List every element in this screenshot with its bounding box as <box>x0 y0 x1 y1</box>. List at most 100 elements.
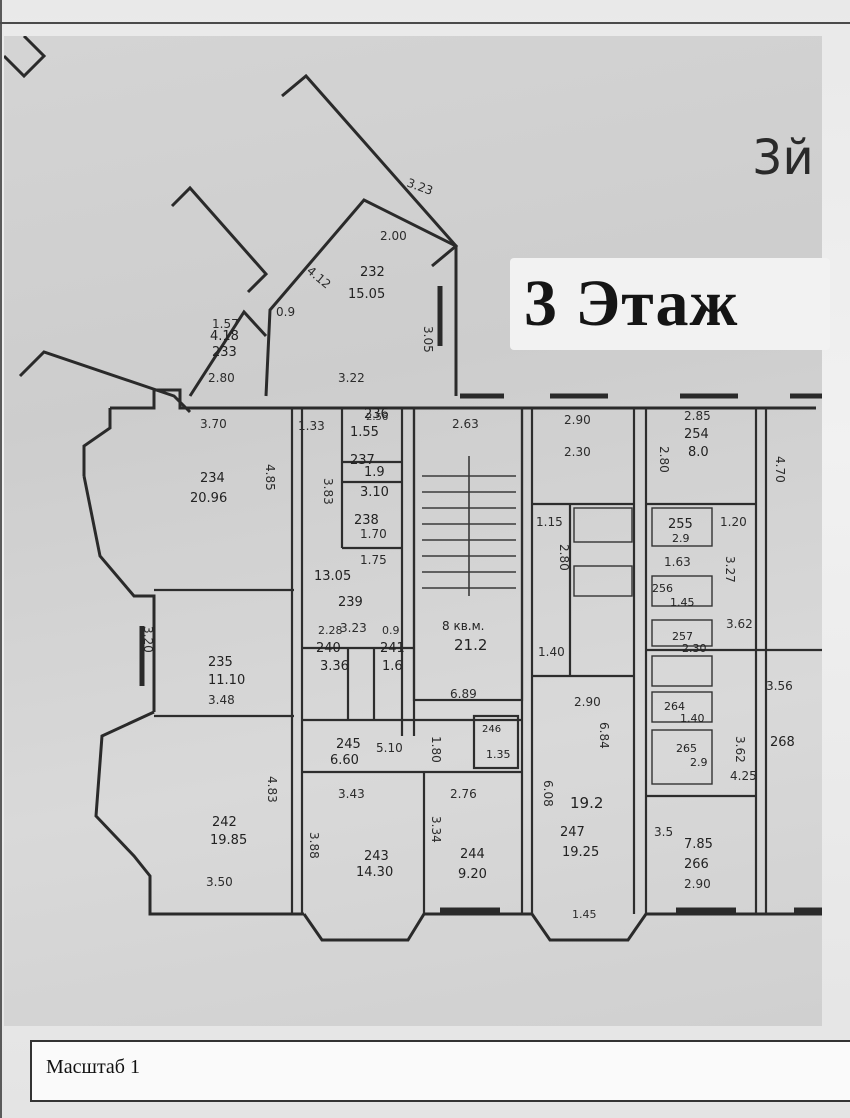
dimension-label: 2.80 <box>208 371 235 385</box>
room-area: 1.6 <box>382 659 403 674</box>
small-cubicles <box>573 507 713 785</box>
scale-footer: Масштаб 1 <box>30 1040 850 1102</box>
dimension-label: 1.80 <box>429 736 443 763</box>
dimension-label: 6.89 <box>450 687 477 701</box>
room-number: 234 <box>200 471 225 486</box>
room-number: 236 <box>364 407 389 422</box>
room-area: 6.60 <box>330 753 359 768</box>
room-area: 4.18 <box>210 329 239 344</box>
dimension-label: 3.22 <box>338 371 365 385</box>
room-number: 241 <box>380 641 405 656</box>
dimension-label: 0.9 <box>276 305 295 319</box>
dimension-label: 3.62 <box>726 617 753 631</box>
room-area: 15.05 <box>348 287 385 302</box>
stair-area: 21.2 <box>454 636 487 654</box>
room-number: 254 <box>684 427 709 442</box>
room-area: 8.0 <box>688 445 709 460</box>
dimension-label: 4.12 <box>304 264 333 292</box>
dimension-label: 3.5 <box>654 825 673 839</box>
room-area: 1.35 <box>486 748 511 761</box>
room-number: 245 <box>336 737 361 752</box>
dimension-label: 1.33 <box>298 419 325 433</box>
dimension-label: 2.28 <box>318 624 343 637</box>
room-area: 20.96 <box>190 491 227 506</box>
dimension-label: 6.84 <box>597 722 611 749</box>
dimension-label: 4.85 <box>263 464 277 491</box>
dimension-labels: 3.23 2.00 4.12 3.22 3.05 1.57 2.80 3.70 … <box>141 176 793 921</box>
dimension-label: 1.63 <box>664 555 691 569</box>
dimension-label: 0.9 <box>382 624 400 637</box>
dimension-label: 6.08 <box>541 780 555 807</box>
room-number: 243 <box>364 849 389 864</box>
room-area: 2.9 <box>690 756 708 769</box>
dimension-label: 3.83 <box>321 478 335 505</box>
room-number: 239 <box>338 595 363 610</box>
dimension-label: 2.00 <box>380 229 407 243</box>
window-marks <box>139 286 822 913</box>
dimension-label: 4.70 <box>773 456 787 483</box>
dimension-label: 2.76 <box>450 787 477 801</box>
top-border-line <box>0 22 850 24</box>
dimension-label: 1.15 <box>536 515 563 529</box>
dimension-label: 2.90 <box>684 877 711 891</box>
dimension-label: 3.50 <box>206 875 233 889</box>
room-area: 1.9 <box>364 465 385 480</box>
floor-title: 3 Этаж <box>524 267 739 340</box>
dimension-label: 3.34 <box>429 816 443 843</box>
scale-label: Масштаб 1 <box>46 1056 140 1078</box>
dimension-label: 1.45 <box>572 908 597 921</box>
room-number: 256 <box>652 582 673 595</box>
dimension-label: 5.10 <box>376 741 403 755</box>
room-number: 264 <box>664 700 685 713</box>
room-labels: 232 15.05 233 4.18 234 20.96 235 11.10 2… <box>190 265 795 882</box>
staircase <box>422 456 516 596</box>
dimension-label: 2.90 <box>564 413 591 427</box>
room-area: 19.85 <box>210 833 247 848</box>
room-area: 19.25 <box>562 845 599 860</box>
dimension-label: 3.62 <box>733 736 747 763</box>
corridor-area: 19.2 <box>570 794 603 812</box>
room-number: 242 <box>212 815 237 830</box>
room-number: 240 <box>316 641 341 656</box>
room-number: 232 <box>360 265 385 280</box>
room-area: 1.45 <box>670 596 695 609</box>
room-area: 3.10 <box>360 485 389 500</box>
room-number: 247 <box>560 825 585 840</box>
stair-label: 8 кв.м. <box>442 619 484 633</box>
dimension-label: 2.90 <box>574 695 601 709</box>
dimension-label: 1.70 <box>360 527 387 541</box>
room-number: 265 <box>676 742 697 755</box>
dimension-label: 3.70 <box>200 417 227 431</box>
dimension-label: 3.56 <box>766 679 793 693</box>
dimension-label: 2.30 <box>564 445 591 459</box>
room-number: 255 <box>668 517 693 532</box>
room-number: 246 <box>482 724 501 735</box>
sheet-edge <box>0 0 2 1118</box>
room-area: 14.30 <box>356 865 393 880</box>
dimension-label: 3.20 <box>141 626 155 653</box>
dimension-label: 3.05 <box>421 326 435 353</box>
dimension-label: 2.80 <box>557 544 571 571</box>
room-area: 1.40 <box>680 712 705 725</box>
dimension-label: 2.56 <box>366 412 388 423</box>
dimension-label: 1.20 <box>720 515 747 529</box>
dimension-label: 4.83 <box>265 776 279 803</box>
room-number: 235 <box>208 655 233 670</box>
room-area: 11.10 <box>208 673 245 688</box>
floor-plan-drawing: 232 15.05 233 4.18 234 20.96 235 11.10 2… <box>4 36 822 942</box>
dimension-label: 3.43 <box>338 787 365 801</box>
room-number: 266 <box>684 857 709 872</box>
dimension-label: 2.85 <box>684 409 711 423</box>
dimension-label: 3.88 <box>307 832 321 859</box>
dimension-label: 2.63 <box>452 417 479 431</box>
floor-title-plate: 3 Этаж <box>510 258 830 350</box>
room-area: 7.85 <box>684 837 713 852</box>
room-number: 268 <box>770 735 795 750</box>
dimension-label: 4.25 <box>730 769 757 783</box>
room-number: 244 <box>460 847 485 862</box>
room-area: 2.30 <box>682 642 707 655</box>
room-area: 3.36 <box>320 659 349 674</box>
dimension-label: 3.48 <box>208 693 235 707</box>
room-number: 257 <box>672 630 693 643</box>
